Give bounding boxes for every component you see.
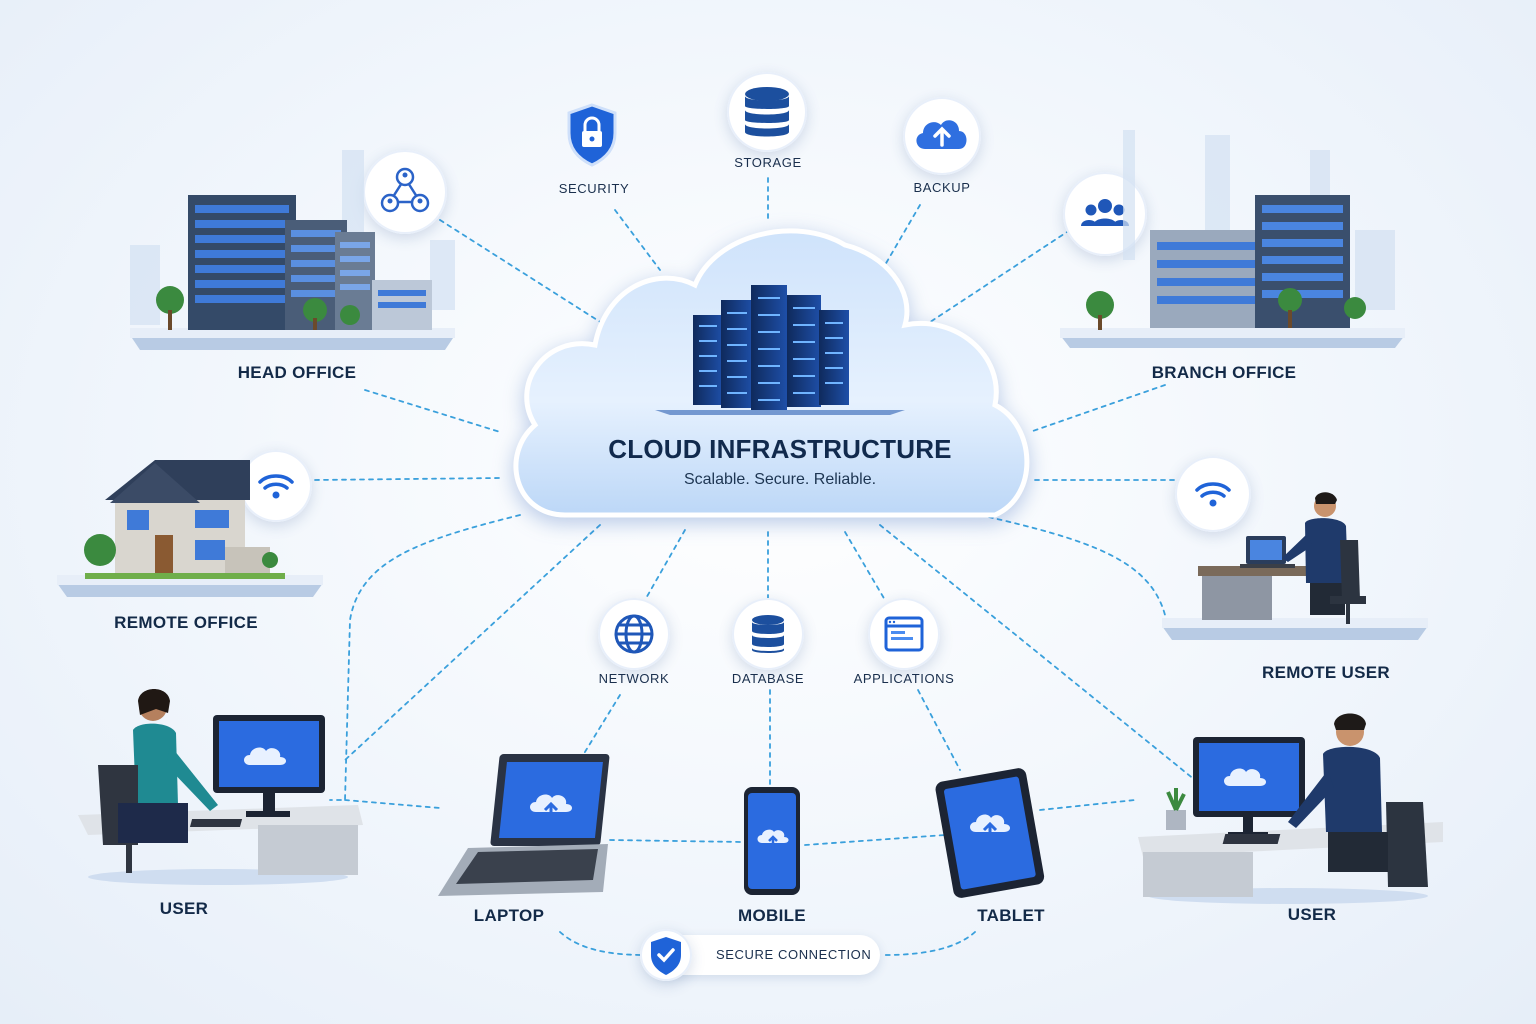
cloud-title: CLOUD INFRASTRUCTURE: [608, 434, 952, 464]
remote-office-illustration: [55, 455, 325, 600]
shield-check-icon: [651, 937, 681, 975]
link-user-left: [329, 514, 521, 801]
link-applications: [844, 531, 886, 601]
user-right-label: USER: [1287, 905, 1337, 924]
link-branch-office: [1029, 384, 1166, 433]
link-laptop-mobile: [609, 839, 743, 843]
head-office-illustration: [120, 150, 465, 355]
remote-office-label: REMOTE OFFICE: [114, 613, 258, 632]
link-user-right: [979, 514, 1166, 616]
applications-badge[interactable]: [868, 598, 940, 670]
database-label: DATABASE: [731, 671, 805, 686]
link-head-badge: [439, 219, 606, 326]
tablet-label: TABLET: [977, 906, 1045, 925]
link-tablet-secure: [884, 931, 976, 956]
mobile-label: MOBILE: [738, 906, 806, 925]
link-branch-badge: [914, 229, 1071, 333]
link-backup: [884, 204, 921, 266]
cloud-shape: [513, 228, 1030, 518]
backup-label: BACKUP: [913, 180, 971, 195]
database-badge[interactable]: [732, 598, 804, 670]
applications-label: APPLICATIONS: [853, 671, 955, 686]
users-group-icon: [1081, 199, 1129, 226]
remote-user-badge[interactable]: [1175, 456, 1251, 532]
remote-user-label: REMOTE USER: [1262, 663, 1390, 682]
user-left-label: USER: [159, 899, 209, 918]
security-badge[interactable]: [553, 95, 631, 173]
network-label: NETWORK: [598, 671, 670, 686]
link-head-office: [364, 389, 501, 433]
secure-connection-label: SECURE CONNECTION: [716, 947, 872, 962]
link-user-laptop: [344, 799, 441, 809]
link-security: [614, 209, 661, 271]
remote-user-illustration: [1160, 488, 1430, 648]
branch-office-illustration: [1055, 130, 1410, 350]
database-icon: [752, 615, 784, 653]
network-nodes-icon: [380, 167, 430, 213]
storage-badge[interactable]: [727, 72, 807, 152]
branch-office-label: BRANCH OFFICE: [1151, 363, 1297, 382]
head-office-label: HEAD OFFICE: [237, 363, 357, 382]
head-office-badge[interactable]: [363, 150, 447, 234]
app-window-icon: [884, 616, 924, 652]
user-right-illustration: [1138, 712, 1448, 904]
link-tablet: [917, 689, 961, 771]
mobile-illustration: [742, 785, 802, 897]
cloud-upload-icon: [916, 120, 967, 149]
remote-office-badge[interactable]: [240, 450, 312, 522]
storage-label: STORAGE: [734, 155, 802, 170]
laptop-label: LAPTOP: [473, 906, 545, 925]
backup-badge[interactable]: [903, 97, 981, 175]
link-mobile-tablet: [804, 834, 946, 846]
secure-connection-badge: [640, 929, 692, 981]
link-user-right-2: [879, 524, 1196, 781]
cloud-infrastructure: [495, 215, 1040, 530]
network-badge[interactable]: [598, 598, 670, 670]
security-label: SECURITY: [558, 181, 630, 196]
database-stack-icon: [745, 87, 789, 137]
link-tablet-user: [1039, 799, 1136, 811]
link-laptop: [579, 694, 621, 761]
wifi-icon: [258, 474, 294, 499]
shield-lock-icon: [567, 103, 617, 167]
laptop-illustration: [438, 752, 613, 900]
link-remote-office: [314, 477, 501, 481]
secure-connection-pill[interactable]: SECURE CONNECTION: [640, 929, 880, 981]
link-user-left-2: [344, 524, 601, 761]
cloud-subtitle: Scalable. Secure. Reliable.: [683, 471, 877, 488]
tablet-illustration: [935, 768, 1050, 898]
wifi-icon: [1195, 482, 1231, 507]
link-network: [644, 529, 686, 601]
link-laptop-secure: [559, 931, 646, 956]
user-left-illustration: [78, 685, 363, 885]
globe-icon: [614, 614, 654, 654]
